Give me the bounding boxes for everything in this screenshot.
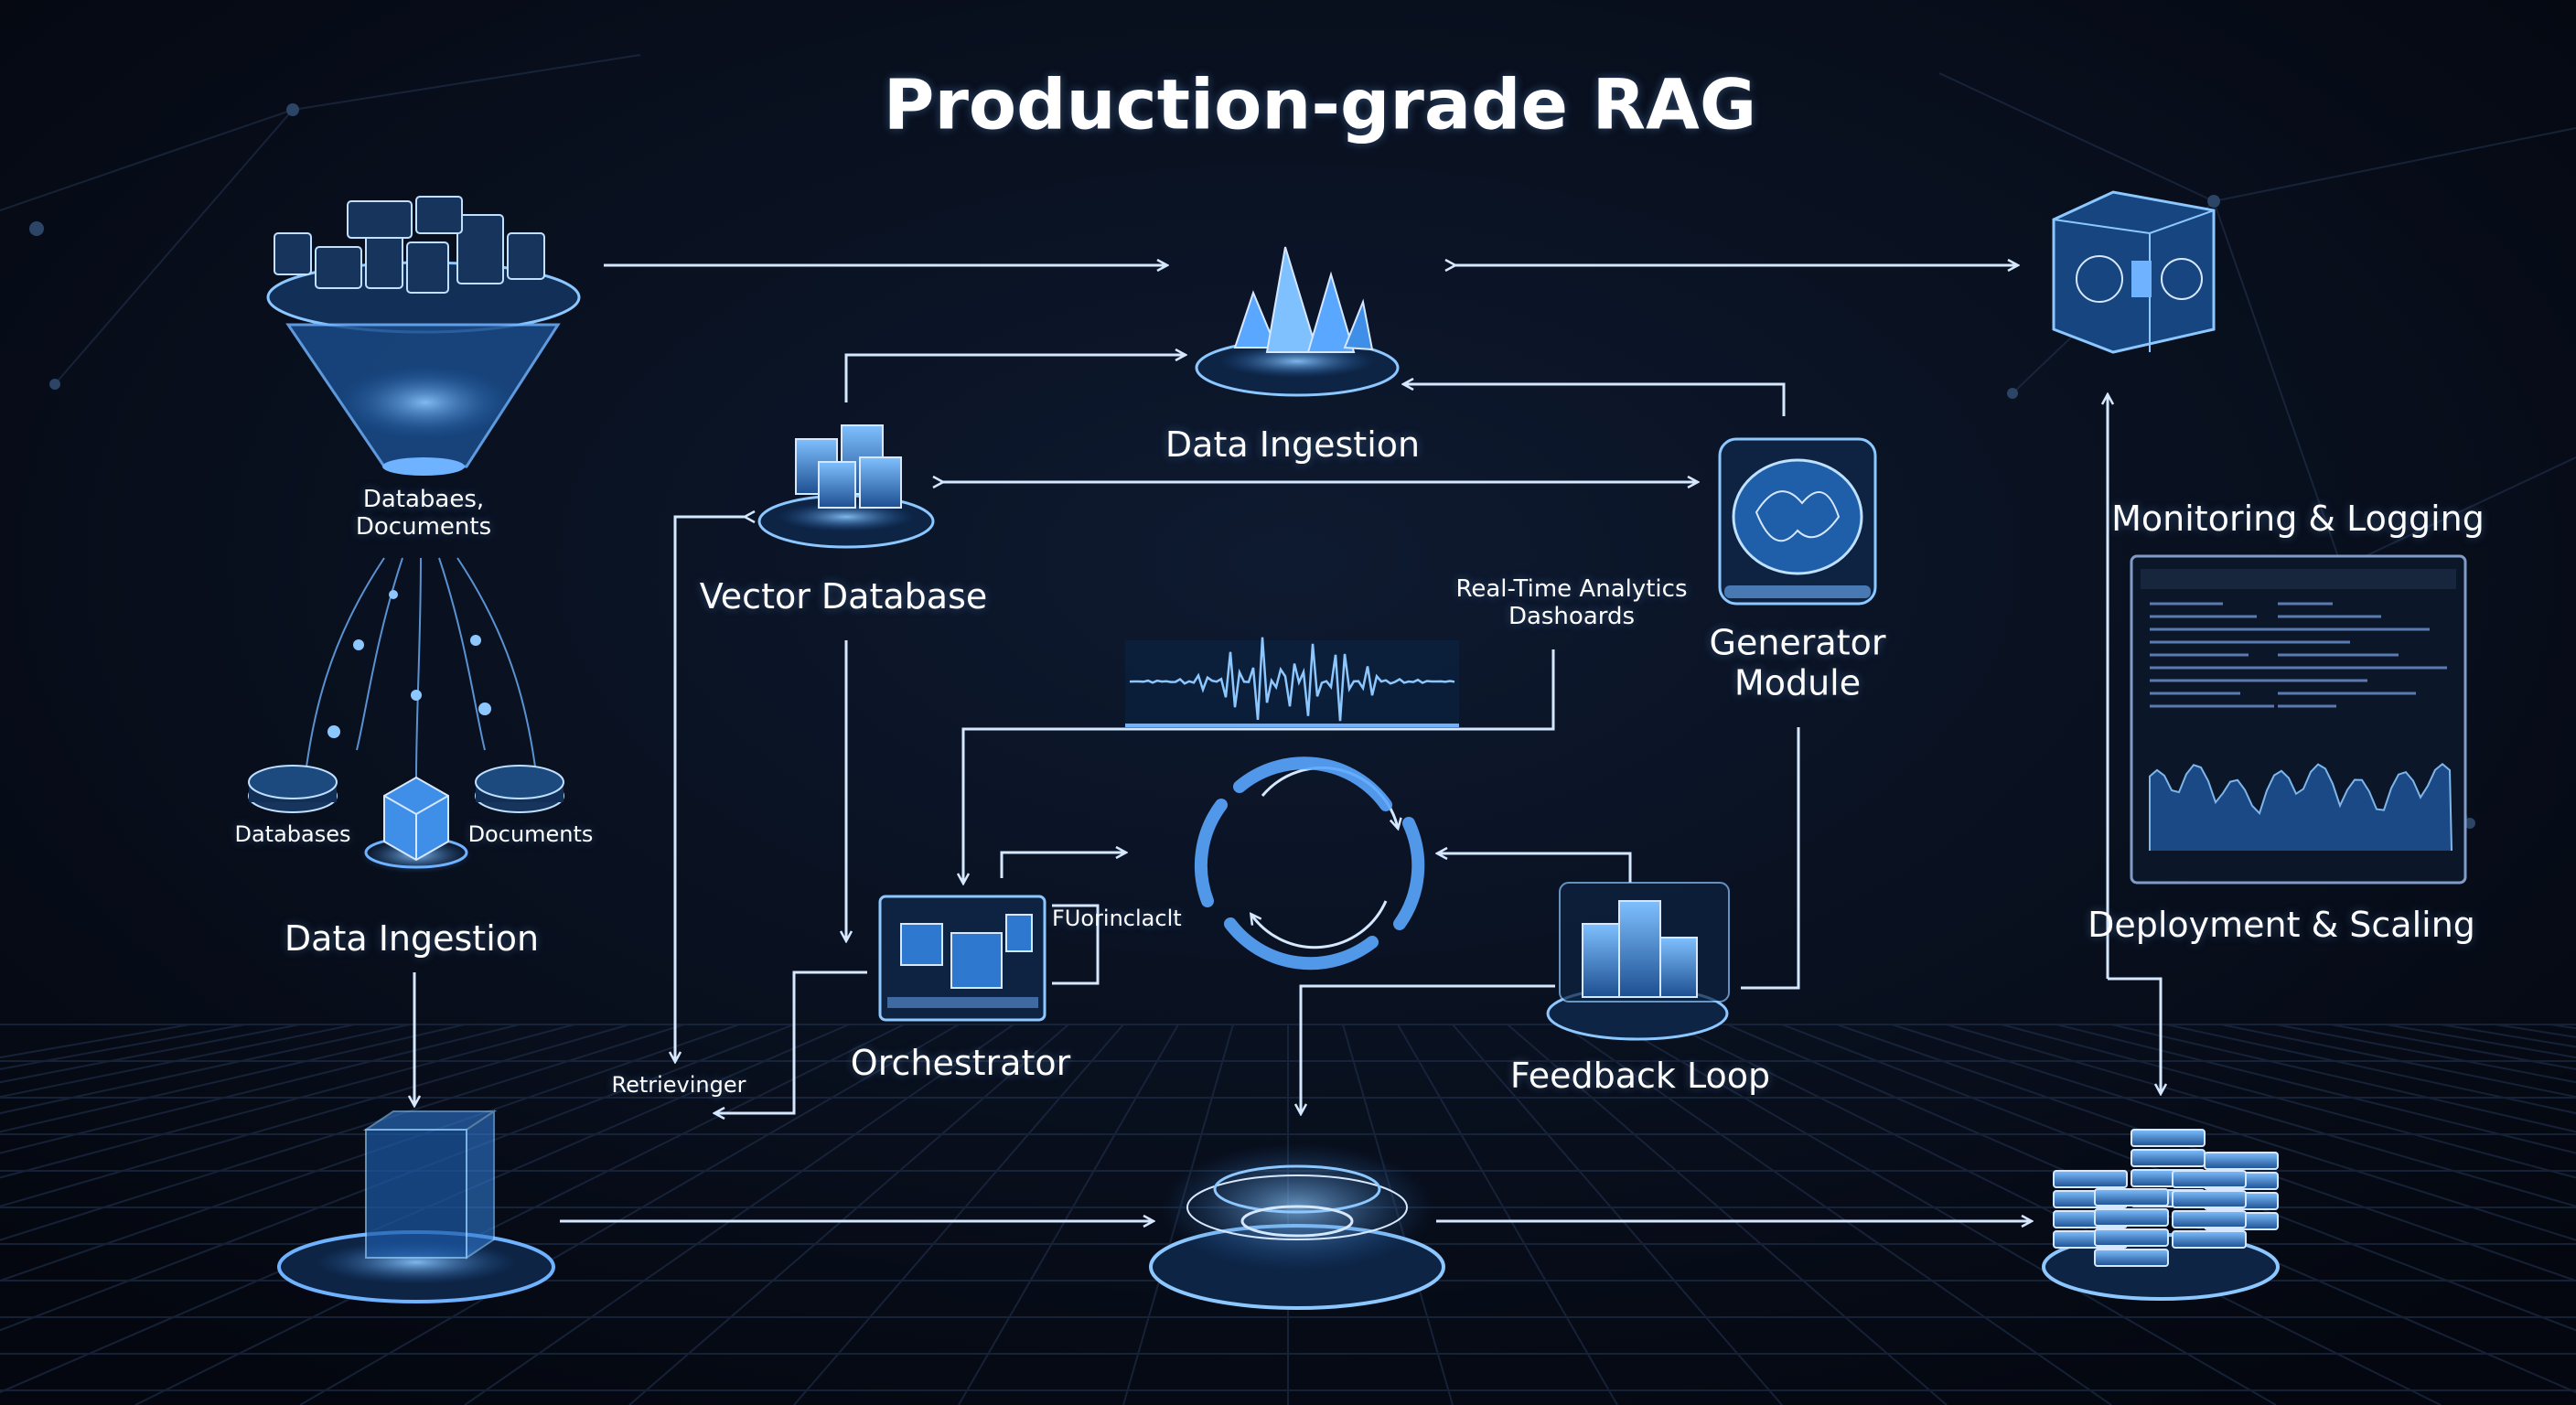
arrow-orchestrator-to-cycle	[1000, 853, 1125, 878]
arrow-retriever-loop	[675, 517, 746, 1061]
arrow-generator-to-crystal	[1404, 384, 1786, 416]
brain-chip-icon	[1718, 437, 1877, 606]
label-data-ingestion-top: Data Ingestion	[1165, 424, 1421, 466]
label-feedback-loop: Feedback Loop	[1509, 1056, 1771, 1097]
label-databases: Databases	[234, 821, 351, 848]
arrow-orchestrator-to-retriever	[715, 971, 867, 1113]
label-documents: Documents	[467, 821, 594, 848]
funnel-icon	[266, 196, 581, 476]
arrow-cycle-bottom	[1251, 900, 1388, 949]
arrow-funclact-bracket	[1052, 904, 1100, 985]
cycle-arrows-icon	[1194, 756, 1425, 971]
data-column-icon	[277, 1110, 555, 1303]
page-title: Production-grade RAG	[883, 63, 1757, 145]
arrow-analytics-to-orchestrator	[963, 649, 1555, 883]
waveform-icon	[1125, 637, 1459, 727]
arrow-vector-to-crystal	[844, 355, 1185, 402]
documents-disk-icon	[475, 765, 564, 813]
label-retriever: Retrievinger	[611, 1072, 746, 1099]
data-streams	[301, 557, 541, 806]
crystal-icon	[1195, 246, 1400, 397]
circuit-board-icon	[878, 895, 1046, 1022]
label-generator-module: Generator Module	[1709, 622, 1886, 702]
buildings-icon	[1546, 882, 1730, 1041]
arrow-generator-to-feedback	[1741, 727, 1800, 990]
label-monitoring-logging: Monitoring & Logging	[2111, 499, 2485, 540]
label-orchestrator: Orchestrator	[850, 1043, 1071, 1084]
label-databases-documents: Databaes, Documents	[355, 486, 492, 541]
cube-icon	[360, 776, 473, 874]
label-deployment-scaling: Deployment & Scaling	[2088, 905, 2475, 946]
server-stack-icon	[2042, 1129, 2280, 1301]
arrow-deploy-down	[2108, 977, 2161, 1093]
arrow-feedback-to-vortex	[1301, 984, 1555, 1113]
label-data-ingestion-left: Data Ingestion	[284, 918, 540, 960]
databases-disk-icon	[248, 765, 338, 813]
server-cubes-icon	[757, 424, 935, 549]
dashboard-panel-icon	[2130, 554, 2467, 885]
label-realtime-analytics: Real-Time Analytics Dashoards	[1455, 575, 1688, 630]
label-funclact: FUorinclаclt	[1052, 906, 1182, 932]
vortex-icon	[1149, 1143, 1445, 1310]
chip-cube-icon	[2052, 190, 2216, 354]
arrow-feedback-to-cycle	[1438, 853, 1632, 883]
stream-dots	[327, 590, 491, 738]
label-vector-database: Vector Database	[699, 576, 988, 617]
